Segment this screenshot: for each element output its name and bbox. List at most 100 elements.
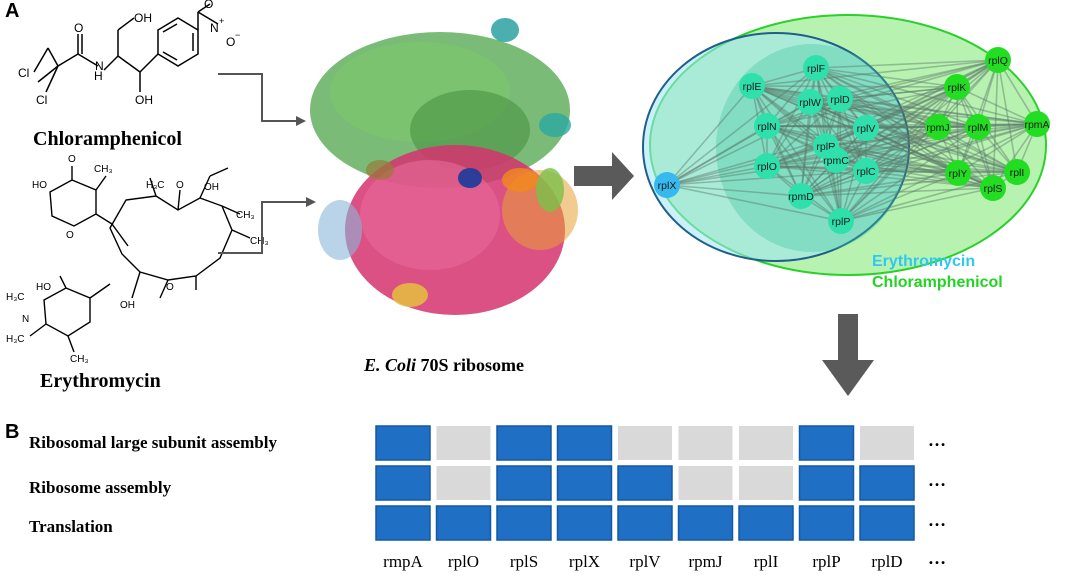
network-edge [835, 59, 999, 161]
network-edge [825, 145, 959, 174]
network-edge [766, 165, 1018, 173]
network-edge [840, 59, 999, 222]
network-edge [825, 126, 939, 147]
network-node-label: rplS [984, 183, 1003, 195]
network-node-rplE: rplE [739, 73, 765, 99]
network-node-rplO: rplO [754, 153, 780, 179]
network-node-label: rplV [857, 123, 876, 135]
heatmap-cell [375, 425, 431, 461]
chloramphenicol-label: Chloramphenicol [33, 128, 182, 150]
big-arrow-right [574, 152, 634, 200]
network-edge [865, 170, 959, 174]
network-node-rplM: rplM [965, 114, 991, 140]
heatmap-cell [678, 466, 733, 500]
heatmap-column-label: rplV [629, 552, 661, 571]
network-edge [937, 126, 1018, 173]
network-node-circle [944, 74, 970, 100]
network-edge [956, 86, 959, 174]
network-node-circle [980, 175, 1006, 201]
network-edge [809, 101, 1018, 173]
network-node-rplP: rplP [828, 208, 854, 234]
network-edge [815, 67, 939, 128]
network-node-label: rplN [757, 121, 776, 133]
network-edge [956, 86, 1038, 125]
heatmap-cell [436, 426, 491, 460]
network-node-label: rplO [757, 161, 777, 173]
network-node-rpmA: rpmA [1024, 111, 1050, 137]
heatmap-cell [677, 505, 734, 541]
network-node-rpmC: rpmC [823, 147, 849, 173]
network-edge [751, 85, 842, 222]
ery-atom-ch3-top: CH₃ [94, 164, 113, 175]
network-node-rplV: rplV [853, 115, 879, 141]
ery-atom-oh-b: OH [120, 300, 135, 311]
network-edge [751, 85, 827, 147]
network-edge [839, 98, 959, 174]
network-node-circle [827, 86, 853, 112]
network-edge [751, 59, 999, 87]
ery-atom-o1: O [68, 154, 76, 165]
heatmap-column-label: rpmJ [688, 552, 723, 571]
network-edge [751, 85, 1038, 125]
network-edge [865, 59, 999, 129]
network-node-circle [754, 113, 780, 139]
network-edge [666, 145, 827, 186]
ery-atom-o2: O [66, 230, 74, 241]
network-edge [766, 165, 867, 172]
network-edge [957, 123, 1038, 174]
network-edge [840, 126, 979, 222]
network-node-rplN: rplN [754, 113, 780, 139]
row-label-ribosome-assembly: Ribosome assembly [29, 478, 172, 497]
network-node-circle [654, 172, 680, 198]
network-edge [751, 85, 1018, 173]
heatmap-cell [738, 505, 794, 541]
row-label-lsu-assembly: Ribosomal large subunit assembly [29, 433, 277, 452]
network-edge [865, 126, 939, 172]
erythromycin-structure [29, 166, 251, 353]
network-edge [766, 98, 841, 167]
network-edge [766, 123, 1038, 127]
heatmap-cell [618, 426, 672, 460]
heatmap-column-label: rplO [447, 552, 480, 571]
network-node-rplW: rplW [797, 89, 823, 115]
heatmap-cell [375, 465, 431, 501]
network-edge [666, 184, 802, 197]
network-edge [825, 126, 979, 147]
network-edge [865, 170, 1018, 173]
heatmap-column-label: rplD [871, 552, 903, 571]
network-node-circle [853, 115, 879, 141]
network-edge [751, 85, 841, 100]
network-node-label: rplM [968, 122, 988, 134]
network-edge [815, 67, 867, 172]
heatmap-cell [375, 505, 431, 541]
network-node-label: rplQ [988, 55, 1008, 67]
network-edge [865, 126, 979, 129]
network-edge [839, 98, 939, 128]
network-node-label: rplI [1010, 167, 1025, 179]
ery-atom-h3c-2: H₃C [6, 292, 25, 303]
heatmap-cell [798, 505, 855, 541]
network-edge [766, 125, 1018, 173]
heatmap-ellipsis: … [928, 510, 946, 530]
chlor-atom-nitro-o1: O [204, 0, 213, 11]
heatmap-cell [798, 425, 855, 461]
heatmap-column-label: rmpA [383, 552, 423, 571]
network-edge [800, 172, 959, 197]
network-edge [865, 127, 994, 189]
chlor-atom-h: H [94, 69, 103, 83]
network-node-circle [739, 73, 765, 99]
network-node-rplS: rplS [980, 175, 1006, 201]
network-node-rpmD: rpmD [788, 183, 814, 209]
network-edge [800, 126, 979, 197]
network-edge [825, 86, 958, 147]
network-node-rplD: rplD [827, 86, 853, 112]
network-edge [766, 59, 999, 127]
network-edge [766, 67, 817, 167]
network-node-circle [853, 158, 879, 184]
ery-atom-o4: O [166, 282, 174, 293]
heatmap-cell [496, 505, 552, 541]
network-node-rplC: rplC [853, 158, 879, 184]
heatmap-cell [496, 465, 552, 501]
network-edge [800, 171, 1018, 197]
network-edge [865, 126, 979, 172]
